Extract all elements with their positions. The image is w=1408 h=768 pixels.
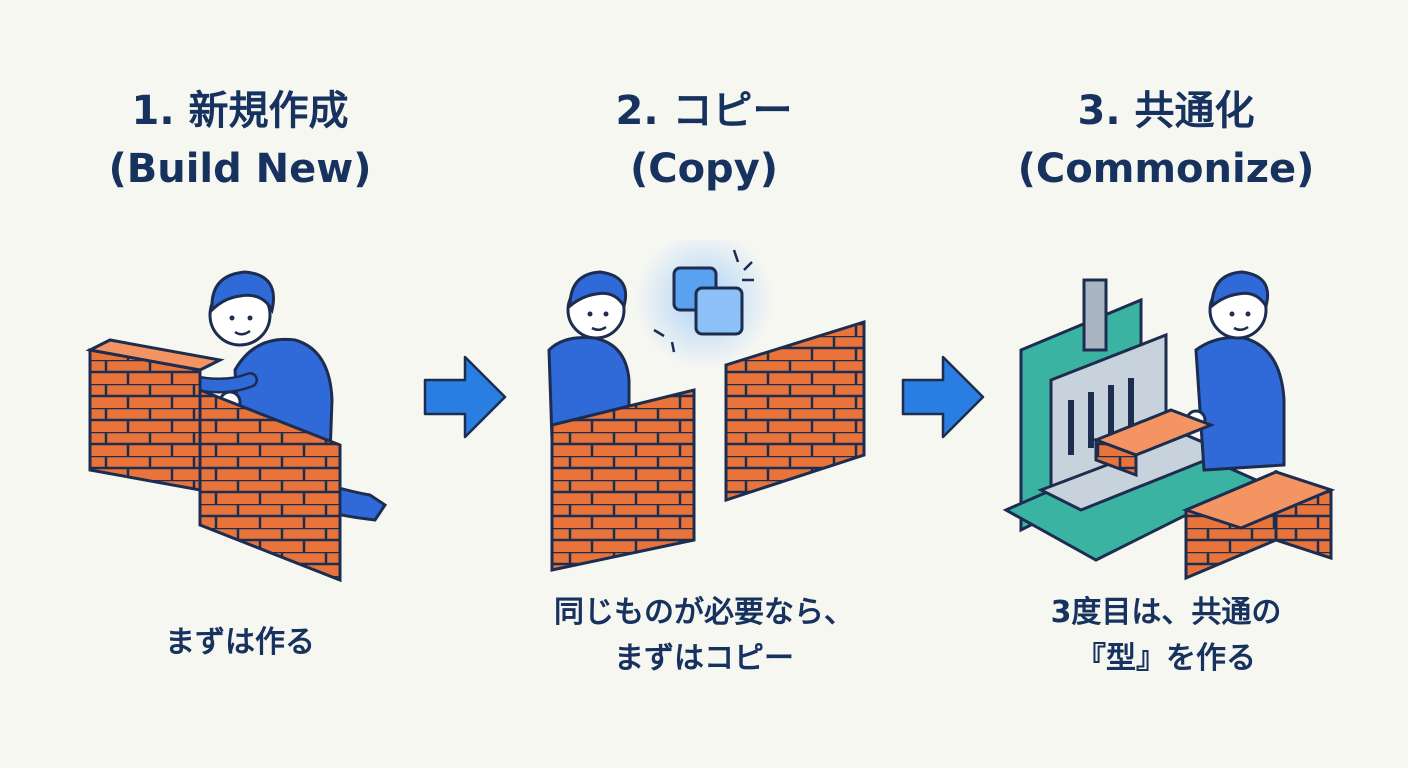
brick-mold-icon (1091, 408, 1216, 478)
copy-wall-illustration (547, 240, 866, 572)
arrow-right-icon (901, 355, 985, 439)
step-caption-line1: 3度目は、共通の (1050, 595, 1282, 630)
step-title-line1: 1. 新規作成 (131, 88, 349, 134)
step-title-line1: 3. 共通化 (1077, 88, 1255, 134)
brick-wall-icon (85, 338, 342, 583)
step-caption: 同じものが必要なら、 まずはコピー (504, 590, 904, 682)
step-caption-line1: まずは作る (165, 625, 315, 660)
commonize-illustration (1002, 270, 1336, 581)
step-title-line2: (Build New) (108, 146, 372, 192)
step-build-new: 1. 新規作成 (Build New) まずは作る (40, 0, 440, 768)
step-caption-line2: まずはコピー (614, 641, 794, 676)
step-caption-line2: 『型』を作る (1076, 641, 1256, 676)
build-wall-illustration (85, 270, 388, 583)
arrow-right-icon (423, 355, 507, 439)
step-copy: 2. コピー (Copy) 同じものが必要なら、 まずはコピー (504, 0, 904, 768)
worker-icon (1185, 270, 1286, 472)
step-caption: 3度目は、共通の 『型』を作る (966, 590, 1366, 682)
step-title-line1: 2. コピー (615, 88, 793, 134)
step-title: 2. コピー (Copy) (504, 82, 904, 198)
brick-stack-icon (1181, 469, 1336, 581)
brick-wall-copy-icon (724, 319, 866, 503)
step-caption-line1: 同じものが必要なら、 (554, 595, 854, 630)
copy-icon (653, 249, 754, 353)
step-title: 3. 共通化 (Commonize) (966, 82, 1366, 198)
step-commonize: 3. 共通化 (Commonize) (966, 0, 1366, 768)
brick-wall-icon (550, 388, 696, 572)
step-title-line2: (Copy) (629, 146, 779, 192)
step-title: 1. 新規作成 (Build New) (40, 82, 440, 198)
step-title-line2: (Commonize) (1017, 146, 1315, 192)
step-caption: まずは作る (40, 590, 440, 666)
